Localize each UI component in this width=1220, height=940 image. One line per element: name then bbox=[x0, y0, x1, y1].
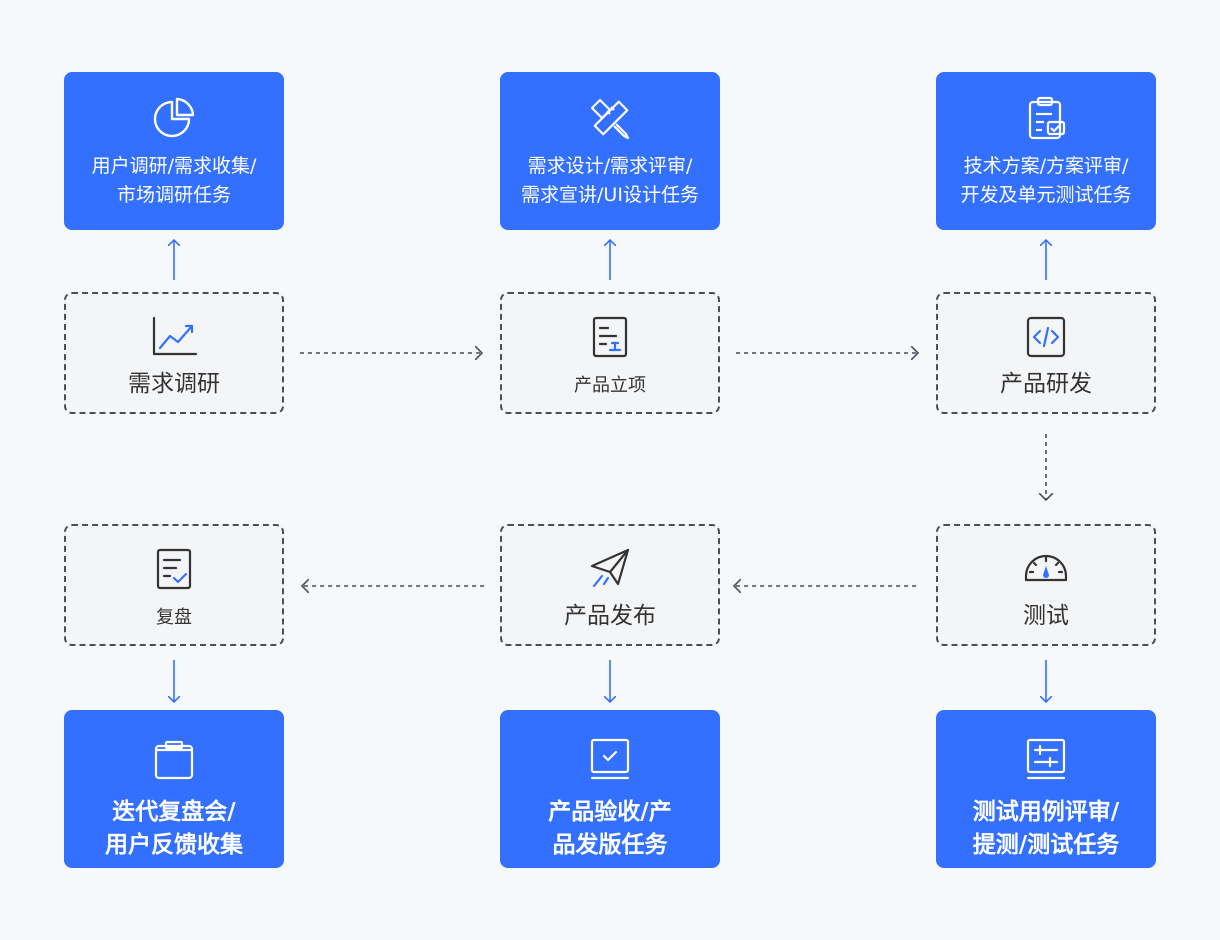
code-icon bbox=[1026, 316, 1066, 358]
task-label: 需求设计/需求评审/ 需求宣讲/UI设计任务 bbox=[521, 155, 699, 206]
ruler-pencil-icon bbox=[590, 98, 630, 140]
paper-plane-icon bbox=[590, 548, 630, 588]
document-edit-icon bbox=[592, 316, 628, 358]
settings-panel-icon bbox=[1026, 738, 1066, 780]
stage-label: 需求调研 bbox=[128, 371, 220, 397]
stage-testing: 测试 bbox=[936, 524, 1156, 646]
checklist-icon bbox=[156, 548, 192, 590]
stage-release: 产品发布 bbox=[500, 524, 720, 646]
folder-box-icon bbox=[154, 740, 194, 780]
task-label: 迭代复盘会/ 用户反馈收集 bbox=[105, 799, 243, 858]
stage-label: 测试 bbox=[1023, 603, 1069, 629]
task-box-retro: 迭代复盘会/ 用户反馈收集 bbox=[64, 710, 284, 868]
monitor-check-icon bbox=[590, 738, 630, 780]
task-box-research: 用户调研/需求收集/ 市场调研任务 bbox=[64, 72, 284, 230]
task-label: 产品验收/产 品发版任务 bbox=[548, 799, 672, 858]
task-label: 用户调研/需求收集/ 市场调研任务 bbox=[91, 155, 257, 206]
stage-research: 需求调研 bbox=[64, 292, 284, 414]
trend-chart-icon bbox=[152, 316, 198, 356]
pie-chart-icon bbox=[153, 97, 195, 138]
task-label: 技术方案/方案评审/ 开发及单元测试任务 bbox=[960, 155, 1132, 206]
task-box-testing: 测试用例评审/ 提测/测试任务 bbox=[936, 710, 1156, 868]
stage-approval: 产品立项 bbox=[500, 292, 720, 414]
task-label: 测试用例评审/ 提测/测试任务 bbox=[972, 799, 1120, 858]
stage-retro: 复盘 bbox=[64, 524, 284, 646]
stage-label: 产品研发 bbox=[1000, 371, 1092, 397]
gauge-icon bbox=[1024, 554, 1068, 582]
stage-label: 产品立项 bbox=[574, 375, 646, 396]
task-box-release: 产品验收/产 品发版任务 bbox=[500, 710, 720, 868]
task-box-approval: 需求设计/需求评审/ 需求宣讲/UI设计任务 bbox=[500, 72, 720, 230]
stage-label: 产品发布 bbox=[564, 603, 656, 629]
stage-label: 复盘 bbox=[156, 607, 192, 628]
clipboard-check-icon bbox=[1028, 96, 1066, 140]
task-box-development: 技术方案/方案评审/ 开发及单元测试任务 bbox=[936, 72, 1156, 230]
stage-development: 产品研发 bbox=[936, 292, 1156, 414]
